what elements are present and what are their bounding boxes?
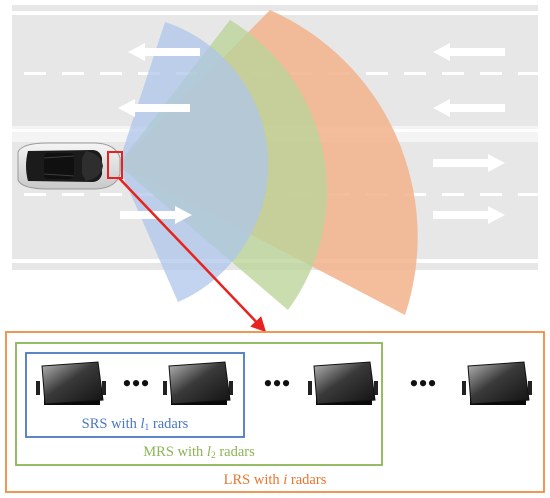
car-radar-highlight [107, 151, 123, 179]
radar-sensor-icon [308, 361, 378, 405]
lane-dash [100, 193, 122, 196]
srs-box [25, 352, 245, 438]
radar-beams [118, 10, 418, 315]
arrow-left-icon [128, 43, 200, 61]
lane-dash [24, 72, 46, 75]
mrs-box [15, 342, 383, 466]
car-icon [17, 142, 121, 190]
arrow-left-icon [433, 99, 505, 117]
lane-dash [100, 72, 122, 75]
radar-sensor-icon [462, 361, 532, 405]
lane-dash [366, 72, 388, 75]
ellipsis-2: ••• [263, 369, 290, 398]
lane-dash [62, 72, 84, 75]
arrow-right-icon [433, 206, 505, 224]
ellipsis-3: ••• [409, 369, 436, 398]
radar-sensors [36, 361, 532, 405]
lane-dash [480, 72, 502, 75]
mrs-label: MRS with l2 radars [143, 444, 255, 461]
lane-dash [518, 193, 540, 196]
srs-label: SRS with l1 radars [82, 416, 189, 433]
arrow-left-icon [118, 99, 190, 117]
lrs-label: LRS with i radars [224, 472, 327, 488]
lane-dash [404, 193, 426, 196]
radar-sensor-icon [36, 361, 106, 405]
lane-dash [480, 193, 502, 196]
lane-dash [442, 193, 464, 196]
radar-sensor-icon [163, 361, 233, 405]
arrow-left-icon [433, 43, 505, 61]
arrow-right-icon [433, 154, 505, 172]
lane-dash [518, 72, 540, 75]
lane-dash [62, 193, 84, 196]
lrs-box [5, 331, 545, 493]
ellipsis-1: ••• [122, 369, 149, 398]
beam-srs [118, 22, 269, 302]
pointer-arrow [118, 177, 267, 333]
lane-dash [24, 193, 46, 196]
lane-dash [442, 72, 464, 75]
lane-dash [404, 72, 426, 75]
